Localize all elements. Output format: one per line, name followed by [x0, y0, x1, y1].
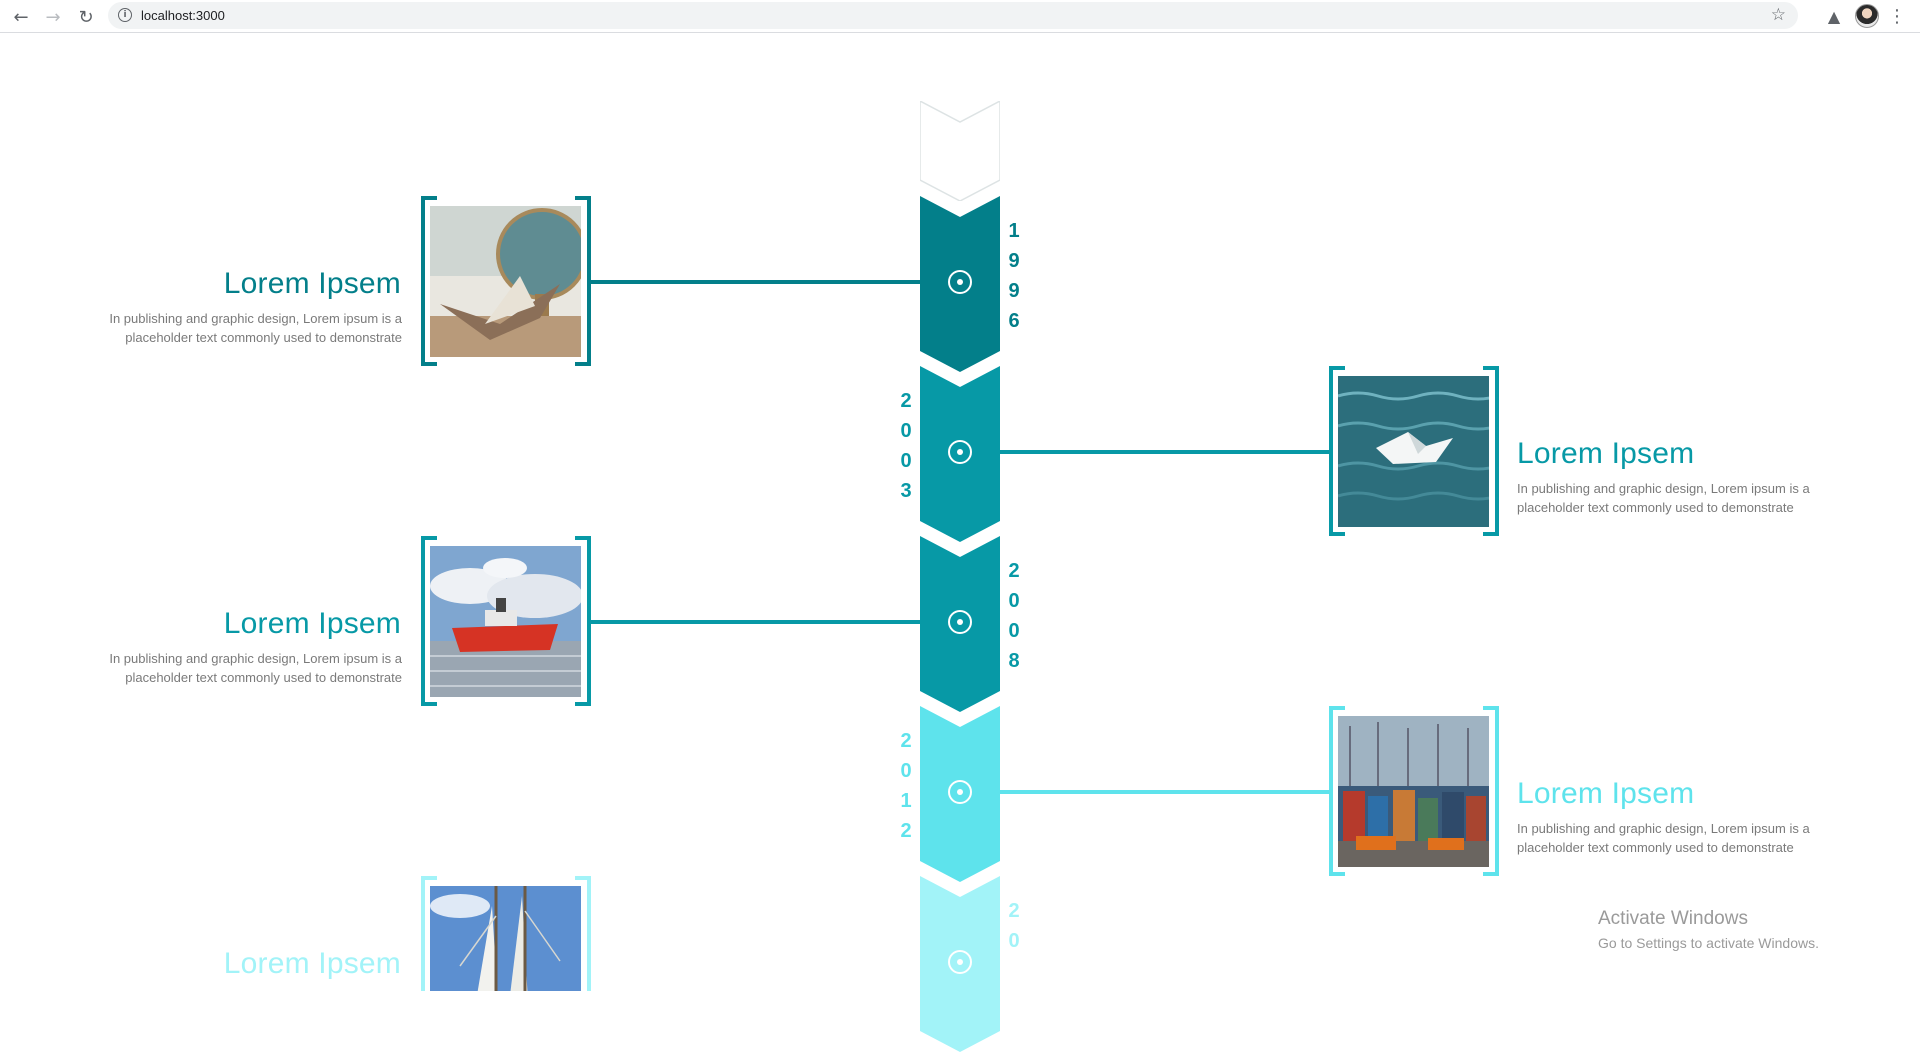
address-bar[interactable]: i localhost:3000 ☆ [108, 2, 1798, 29]
back-icon[interactable]: ← [13, 6, 29, 28]
photo-container-port [1338, 716, 1489, 867]
browser-toolbar: ← → ↻ i localhost:3000 ☆ ▲ ⋮ [0, 0, 1920, 33]
connector-line [998, 790, 1330, 794]
item-description: In publishing and graphic design, Lorem … [109, 651, 402, 685]
year-digit: 0 [1008, 930, 1020, 952]
photo-frame[interactable] [1329, 706, 1499, 876]
year-label-2008: 2 0 0 8 [1004, 556, 1024, 676]
year-digit: 2 [900, 730, 912, 752]
year-digit: 3 [900, 480, 912, 502]
avatar[interactable] [1855, 4, 1879, 28]
year-digit: 0 [900, 420, 912, 442]
kebab-menu-icon[interactable]: ⋮ [1888, 5, 1906, 27]
year-digit: 0 [900, 450, 912, 472]
year-digit: 6 [1008, 310, 1020, 332]
activate-windows-subtitle: Go to Settings to activate Windows. [1598, 935, 1819, 951]
year-digit: 9 [1008, 250, 1020, 272]
target-icon[interactable] [944, 776, 976, 808]
year-digit: 2 [900, 390, 912, 412]
year-digit: 2 [1008, 560, 1020, 582]
target-icon[interactable] [944, 606, 976, 638]
photo-frame[interactable] [421, 536, 591, 706]
timeline-start-chevron [920, 101, 1000, 201]
puzzle-icon[interactable]: ▲ [1827, 6, 1841, 26]
photo-red-ship [430, 546, 581, 697]
item-title: Lorem Ipsem [223, 267, 401, 300]
year-digit: 2 [900, 820, 912, 842]
item-description: In publishing and graphic design, Lorem … [1517, 821, 1810, 855]
year-digit: 1 [1008, 220, 1020, 242]
star-icon[interactable]: ☆ [1770, 5, 1786, 25]
item-title: Lorem Ipsem [223, 947, 401, 980]
photo-paper-boat-water [1338, 376, 1489, 527]
year-digit: 2 [1008, 900, 1020, 922]
item-description: In publishing and graphic design, Lorem … [109, 311, 402, 345]
forward-icon[interactable]: → [45, 6, 61, 28]
item-description: In publishing and graphic design, Lorem … [1517, 481, 1810, 515]
connector-line [590, 620, 922, 624]
year-label-2012: 2 0 1 2 [896, 726, 916, 846]
photo-frame[interactable] [421, 196, 591, 366]
bracket-right [575, 876, 591, 991]
year-digit: 1 [900, 790, 912, 812]
bracket-left [421, 536, 437, 706]
bracket-right [575, 196, 591, 366]
year-digit: 0 [1008, 590, 1020, 612]
activate-windows-title: Activate Windows [1598, 908, 1748, 929]
bracket-left [1329, 366, 1345, 536]
target-icon[interactable] [944, 946, 976, 978]
year-label-2003: 2 0 0 3 [896, 386, 916, 506]
target-icon[interactable] [944, 436, 976, 468]
year-digit: 0 [1008, 620, 1020, 642]
year-digit: 0 [900, 760, 912, 782]
reload-icon[interactable]: ↻ [78, 6, 94, 28]
item-title: Lorem Ipsem [1517, 437, 1695, 470]
item-title: Lorem Ipsem [1517, 777, 1695, 810]
timeline: 1 9 9 6 2 0 0 3 2 0 0 8 2 0 1 2 2 0 [0, 34, 1920, 1052]
photo-frame[interactable] [421, 876, 591, 991]
year-digit: 9 [1008, 280, 1020, 302]
year-label-next: 2 0 [1004, 896, 1024, 956]
connector-line [998, 450, 1330, 454]
item-title: Lorem Ipsem [223, 607, 401, 640]
info-icon[interactable]: i [118, 8, 132, 22]
photo-frame[interactable] [1329, 366, 1499, 536]
bracket-left [421, 196, 437, 366]
url-text[interactable]: localhost:3000 [141, 8, 225, 23]
year-digit: 8 [1008, 650, 1020, 672]
photo-sailboat [430, 886, 581, 991]
bracket-left [421, 876, 437, 991]
bracket-right [1483, 366, 1499, 536]
target-icon[interactable] [944, 266, 976, 298]
bracket-right [575, 536, 591, 706]
photo-paper-boat-globe [430, 206, 581, 357]
year-label-1996: 1 9 9 6 [1004, 216, 1024, 336]
connector-line [590, 280, 922, 284]
bracket-right [1483, 706, 1499, 876]
bracket-left [1329, 706, 1345, 876]
